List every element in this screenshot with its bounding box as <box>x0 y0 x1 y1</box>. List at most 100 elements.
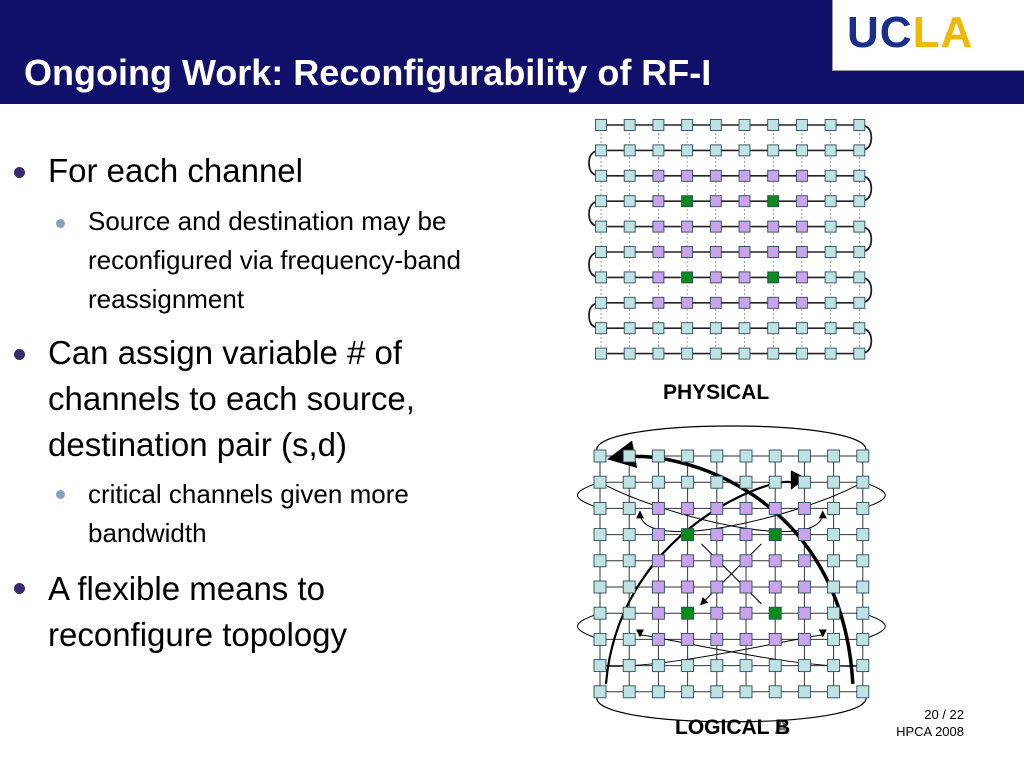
router-node <box>768 501 782 515</box>
router-node <box>681 271 694 284</box>
router-node <box>795 144 808 157</box>
venue: HPCA 2008 <box>896 724 964 739</box>
router-node <box>797 528 811 542</box>
router-node <box>853 296 866 309</box>
router-node <box>622 606 636 620</box>
rf-link <box>701 543 762 604</box>
router-node <box>824 296 837 309</box>
router-node <box>797 632 811 646</box>
router-node <box>709 246 722 258</box>
router-node <box>709 144 722 157</box>
router-node <box>856 554 870 568</box>
router-node <box>623 195 636 208</box>
router-node <box>768 632 782 646</box>
router-node <box>709 220 722 233</box>
router-node <box>623 169 636 182</box>
router-node <box>739 632 753 646</box>
router-node <box>681 322 694 335</box>
router-node <box>853 169 866 182</box>
router-node <box>827 580 841 594</box>
router-node <box>710 449 724 463</box>
router-node <box>652 271 665 284</box>
router-node <box>651 606 665 620</box>
router-node <box>681 475 695 489</box>
logical-topology-diagram <box>577 425 886 723</box>
sub-bullet-dot <box>56 219 65 228</box>
physical-mesh-diagram <box>588 119 873 360</box>
router-node <box>768 449 782 463</box>
router-node <box>710 501 724 515</box>
router-node <box>595 195 607 208</box>
router-node <box>652 169 665 182</box>
router-node <box>797 685 811 699</box>
router-node <box>652 296 665 309</box>
router-node <box>623 119 636 131</box>
router-node <box>651 501 665 515</box>
router-node <box>710 632 724 646</box>
router-node <box>853 144 866 157</box>
router-node <box>681 144 694 157</box>
router-node <box>681 220 694 233</box>
router-node <box>853 271 866 284</box>
router-node <box>797 449 811 463</box>
router-node <box>767 220 780 233</box>
router-node <box>681 528 695 542</box>
router-node <box>795 195 808 208</box>
router-node <box>824 195 837 208</box>
router-node <box>593 528 607 542</box>
router-node <box>767 246 780 258</box>
router-node <box>622 501 636 515</box>
router-node <box>710 659 724 673</box>
router-node <box>595 246 607 258</box>
rf-express-link <box>607 440 855 684</box>
router-node <box>739 554 753 568</box>
router-node <box>827 659 841 673</box>
physical-label: PHYSICAL <box>663 381 770 404</box>
router-node <box>738 144 751 157</box>
router-node <box>681 169 694 182</box>
router-node <box>709 296 722 309</box>
router-node <box>827 449 841 463</box>
rf-link <box>599 481 827 532</box>
router-node <box>681 632 695 646</box>
router-node <box>622 528 636 542</box>
router-node <box>651 528 665 542</box>
router-node <box>853 322 866 335</box>
router-node <box>709 195 722 208</box>
router-node <box>622 449 636 463</box>
ucla-logo-text: UCLA <box>847 8 974 57</box>
router-node <box>709 271 722 284</box>
slide-title: Ongoing Work: Reconfigurability of RF-I <box>24 52 712 93</box>
router-node <box>681 554 695 568</box>
router-node <box>623 246 636 258</box>
router-node <box>710 528 724 542</box>
router-node <box>595 296 607 309</box>
router-node <box>738 347 751 360</box>
router-node <box>768 606 782 620</box>
router-node <box>856 501 870 515</box>
router-node <box>853 347 866 360</box>
router-node <box>738 296 751 309</box>
rf-link <box>636 481 864 532</box>
router-node <box>593 449 607 463</box>
router-node <box>767 169 780 182</box>
router-node <box>681 449 695 463</box>
router-node <box>593 554 607 568</box>
router-node <box>827 606 841 620</box>
router-node <box>622 659 636 673</box>
router-node <box>795 169 808 182</box>
router-node <box>797 606 811 620</box>
router-node <box>709 322 722 335</box>
router-node <box>827 685 841 699</box>
router-node <box>827 475 841 489</box>
router-node <box>827 554 841 568</box>
bullet-1: For each channel <box>48 152 303 189</box>
router-node <box>651 449 665 463</box>
footer: 20 / 22 HPCA 2008 <box>880 706 964 740</box>
router-node <box>710 580 724 594</box>
rf-link <box>577 612 601 640</box>
router-node <box>824 169 837 182</box>
router-node <box>768 659 782 673</box>
router-node <box>623 144 636 157</box>
router-node <box>856 580 870 594</box>
